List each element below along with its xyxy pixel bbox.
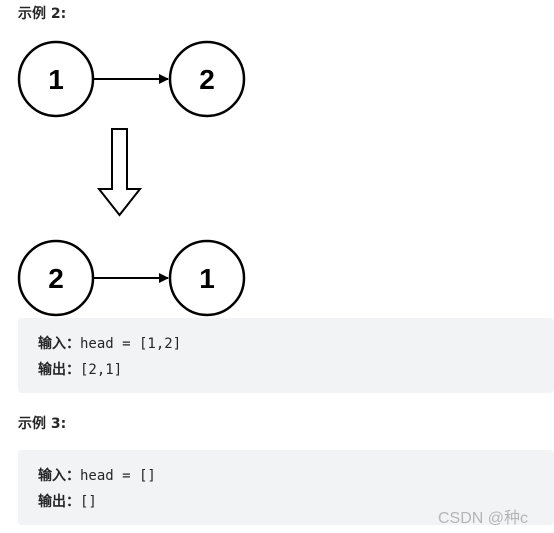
input-value: head = [] [80, 468, 156, 484]
transform-down-arrow [96, 128, 143, 217]
output-label: 输出： [38, 362, 80, 378]
list-node: 2 [17, 239, 95, 317]
linked-list-reversal-diagram: 1 2 2 1 [17, 40, 246, 317]
example-2-title: 示例 2: [18, 6, 67, 22]
input-line: 输入：head = [1,2] [38, 333, 181, 353]
node-value: 1 [48, 64, 64, 95]
node-value: 2 [199, 64, 215, 95]
node-value: 2 [48, 263, 64, 294]
example-3-code-block: 输入：head = [] 输出：[] [18, 450, 554, 525]
node-value: 1 [199, 263, 215, 294]
output-line: 输出：[] [38, 491, 97, 511]
input-line: 输入：head = [] [38, 465, 156, 485]
example-3-title: 示例 3: [18, 416, 67, 432]
output-label: 输出： [38, 494, 80, 510]
input-value: head = [1,2] [80, 336, 182, 352]
output-value: [] [80, 494, 97, 510]
list-node: 2 [168, 40, 246, 118]
output-value: [2,1] [80, 362, 123, 378]
csdn-watermark: CSDN @种c [438, 510, 529, 527]
list-node: 1 [17, 40, 95, 118]
input-label: 输入： [38, 336, 80, 352]
output-line: 输出：[2,1] [38, 359, 122, 379]
input-label: 输入： [38, 468, 80, 484]
list-node: 1 [168, 239, 246, 317]
example-2-code-block: 输入：head = [1,2] 输出：[2,1] [18, 318, 554, 393]
